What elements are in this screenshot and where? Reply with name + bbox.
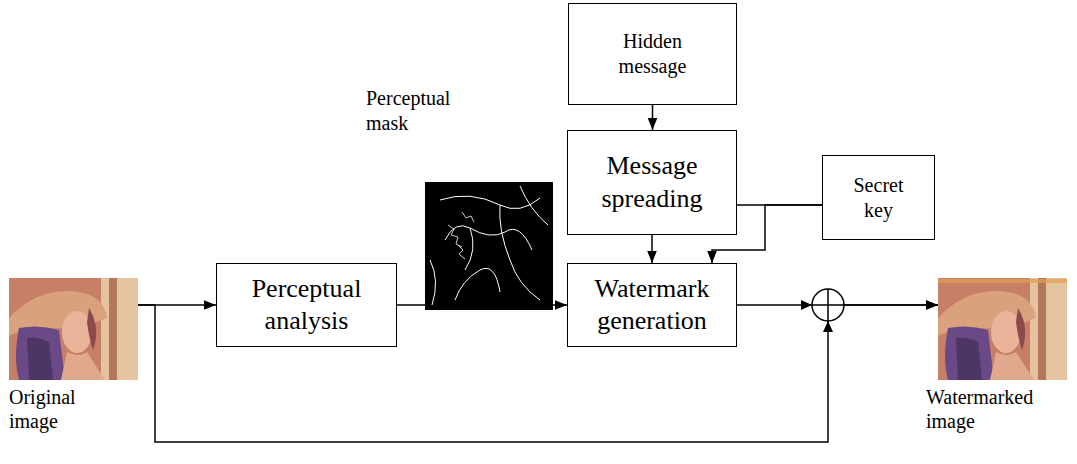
picture-label: Perceptual mask [366,86,481,136]
signal-arrow [651,235,653,263]
process-box: Watermark generation [567,263,737,347]
image-node: Original image [9,278,138,380]
mask-ground [425,182,553,310]
box-label: Perceptual analysis [232,273,382,338]
adder-plus [812,289,844,321]
box-label: Watermark generation [582,273,722,338]
box-label: Secret key [843,173,915,223]
image-node: Watermarked image [938,278,1067,380]
process-box: Hidden message [568,3,737,105]
adder-symbol [801,289,844,332]
process-box: Secret key [822,155,935,240]
original-image-picture [9,278,138,380]
process-box: Message spreading [567,130,737,235]
watermarked-image-picture [938,278,1067,380]
image-caption: Original image [9,385,99,433]
adder-circle [812,289,844,321]
mask-edges [430,186,548,305]
process-box: Perceptual analysis [216,263,397,347]
adder-input-arrowhead [801,300,812,310]
embedded-watermark-strip [938,279,1067,283]
adder-input-arrowhead [823,321,833,332]
perceptual-mask-picture [425,182,553,310]
mask-texture [448,212,474,259]
box-label: Message spreading [585,150,720,215]
signal-arrow [652,105,654,130]
image-caption: Watermarked image [926,385,1061,433]
box-label: Hidden message [603,29,703,79]
